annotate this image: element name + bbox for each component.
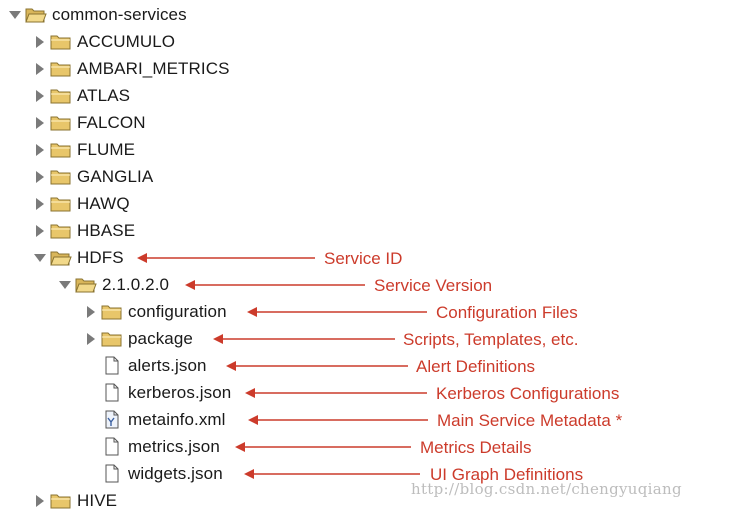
annotation-arrow [244, 468, 422, 480]
tree-item-label: GANGLIA [77, 166, 154, 186]
tree-item-label: HBASE [77, 220, 136, 240]
folder-icon [49, 194, 73, 214]
annotation-service-version: Service Version [374, 276, 493, 295]
tree-item-label: 2.1.0.2.0 [102, 274, 170, 294]
tree-item-label: widgets.json [128, 463, 223, 483]
disclosure-closed-icon[interactable] [33, 143, 47, 157]
disclosure-closed-icon[interactable] [33, 35, 47, 49]
tree-item-service[interactable]: HAWQ [33, 190, 130, 217]
tree-item-label: package [128, 328, 193, 348]
annotation-arrow [245, 387, 429, 399]
annotation-metrics: Metrics Details [420, 438, 532, 457]
annotation-alerts: Alert Definitions [416, 357, 536, 376]
tree-item-service[interactable]: GANGLIA [33, 163, 153, 190]
tree-item-file[interactable]: alerts.json [100, 352, 207, 379]
annotation-configuration: Configuration Files [436, 303, 578, 322]
tree-item-service[interactable]: FALCON [33, 109, 146, 136]
folder-icon [49, 32, 73, 52]
tree-item-label: FLUME [77, 139, 136, 159]
annotation-arrow [185, 279, 367, 291]
file-icon [100, 356, 124, 376]
folder-icon [49, 167, 73, 187]
disclosure-closed-icon[interactable] [33, 116, 47, 130]
annotation-metainfo: Main Service Metadata * [437, 411, 623, 430]
disclosure-open-icon[interactable] [33, 251, 47, 265]
annotation-arrow [226, 360, 410, 372]
annotation-arrow [137, 252, 317, 264]
disclosure-closed-icon[interactable] [33, 494, 47, 508]
folder-icon [100, 329, 124, 349]
tree-item-label: HAWQ [77, 193, 130, 213]
tree-root-label: common-services [52, 4, 187, 24]
disclosure-closed-icon[interactable] [33, 197, 47, 211]
annotation-arrow [235, 441, 413, 453]
tree-item-label: FALCON [77, 112, 146, 132]
annotation-widgets: UI Graph Definitions [430, 465, 584, 484]
tree-item-label: alerts.json [128, 355, 207, 375]
watermark: http://blog.csdn.net/chengyuqiang [411, 480, 682, 498]
annotation-service-id: Service ID [324, 249, 403, 268]
tree-item-service[interactable]: ATLAS [33, 82, 130, 109]
tree-item-label: metainfo.xml [128, 409, 226, 429]
annotation-arrow [213, 333, 397, 345]
file-icon [100, 464, 124, 484]
tree-item-label: kerberos.json [128, 382, 232, 402]
disclosure-closed-icon[interactable] [84, 332, 98, 346]
tree-item-label: HIVE [77, 490, 118, 510]
tree-item-label: ACCUMULO [77, 31, 176, 51]
tree-item-label: metrics.json [128, 436, 220, 456]
tree-item-hdfs[interactable]: HDFS [33, 244, 124, 271]
folder-icon [100, 302, 124, 322]
tree-item-service[interactable]: HBASE [33, 217, 135, 244]
folder-icon [49, 221, 73, 241]
disclosure-closed-icon[interactable] [33, 224, 47, 238]
folder-open-icon [49, 248, 73, 268]
tree-item-label: AMBARI_METRICS [77, 58, 230, 78]
annotation-arrow [248, 414, 430, 426]
tree-item-label: HDFS [77, 247, 124, 267]
folder-icon [49, 140, 73, 160]
tree-item-service[interactable]: HIVE [33, 487, 117, 514]
disclosure-open-icon[interactable] [58, 278, 72, 292]
tree-item-label: ATLAS [77, 85, 131, 105]
annotation-package: Scripts, Templates, etc. [403, 330, 579, 349]
file-icon [100, 437, 124, 457]
tree-item-service[interactable]: AMBARI_METRICS [33, 55, 230, 82]
folder-icon [49, 113, 73, 133]
tree-item-file[interactable]: kerberos.json [100, 379, 231, 406]
disclosure-closed-icon[interactable] [33, 89, 47, 103]
annotation-kerberos: Kerberos Configurations [436, 384, 620, 403]
disclosure-closed-icon[interactable] [84, 305, 98, 319]
tree-item-label: configuration [128, 301, 227, 321]
file-icon [100, 383, 124, 403]
tree-root[interactable]: common-services [8, 1, 187, 28]
tree-item-file[interactable]: metrics.json [100, 433, 220, 460]
tree-item-service[interactable]: ACCUMULO [33, 28, 175, 55]
tree-item-package[interactable]: package [84, 325, 193, 352]
tree-item-file[interactable]: metainfo.xml [100, 406, 226, 433]
disclosure-closed-icon[interactable] [33, 170, 47, 184]
tree-item-configuration[interactable]: configuration [84, 298, 227, 325]
tree-item-version[interactable]: 2.1.0.2.0 [58, 271, 169, 298]
tree-item-service[interactable]: FLUME [33, 136, 135, 163]
disclosure-open-icon[interactable] [8, 8, 22, 22]
tree-item-file[interactable]: widgets.json [100, 460, 223, 487]
disclosure-closed-icon[interactable] [33, 62, 47, 76]
folder-icon [49, 59, 73, 79]
xml-file-icon [100, 410, 124, 430]
folder-icon [49, 86, 73, 106]
annotation-arrow [247, 306, 429, 318]
folder-open-icon [24, 5, 48, 25]
folder-icon [49, 491, 73, 511]
folder-open-icon [74, 275, 98, 295]
